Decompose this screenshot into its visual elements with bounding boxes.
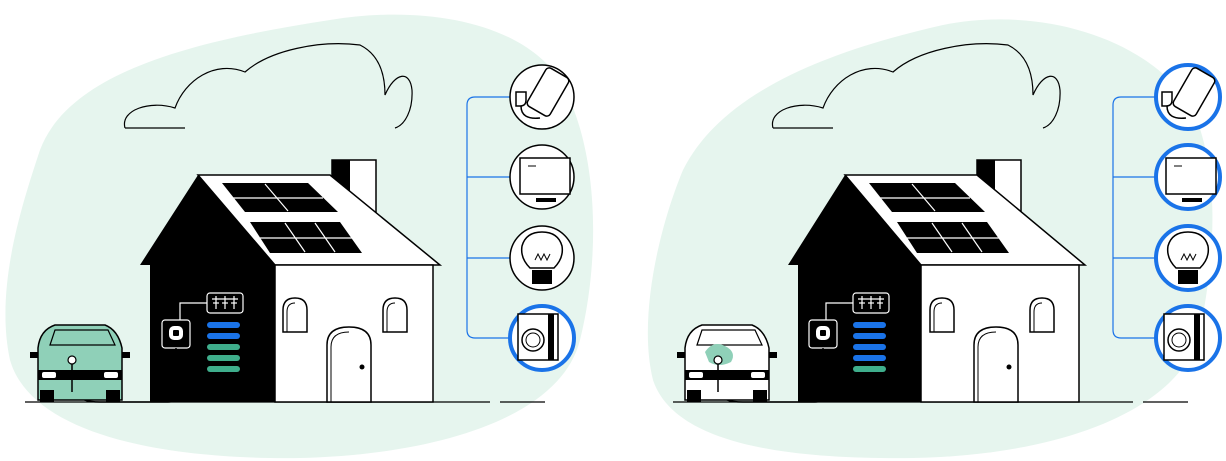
home-energy-illustration-left	[0, 0, 613, 461]
electric-car	[677, 325, 777, 402]
phone-charger-icon	[510, 65, 574, 129]
battery-bar	[207, 366, 240, 372]
light-bulb-icon	[1156, 226, 1220, 290]
battery-bar	[853, 355, 886, 361]
phone-charger-icon	[1156, 65, 1220, 129]
television-icon	[1156, 145, 1220, 209]
battery-bar	[207, 355, 240, 361]
electric-car	[30, 325, 130, 402]
light-bulb-icon	[510, 226, 574, 290]
scene-left	[0, 0, 613, 461]
washing-machine-icon	[1156, 306, 1220, 370]
battery-bar	[853, 322, 886, 328]
battery-bar	[207, 322, 240, 328]
battery-bar	[207, 333, 240, 339]
washing-machine-icon	[510, 306, 574, 370]
battery-bar	[207, 344, 240, 350]
home-energy-illustration-right	[613, 0, 1226, 461]
battery-bar	[853, 366, 886, 372]
battery-bar	[853, 333, 886, 339]
scene-right	[613, 0, 1226, 461]
battery-bar	[853, 344, 886, 350]
television-icon	[510, 145, 574, 209]
